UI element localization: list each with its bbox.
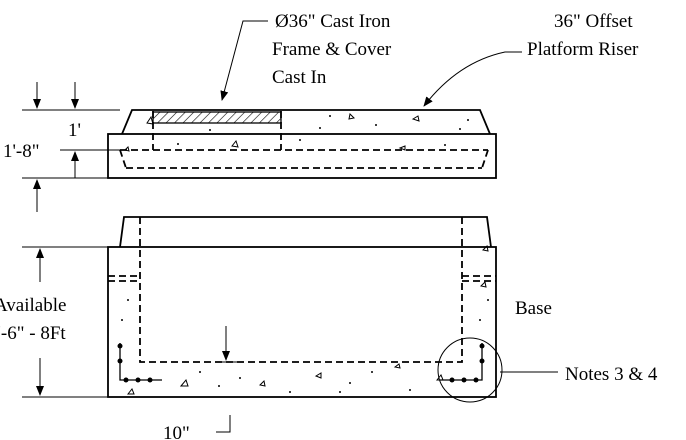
frame-cover-label-line2: Frame & Cover <box>272 39 392 60</box>
dimensions <box>22 82 240 398</box>
available-label-line2: 7'-6" - 8Ft <box>0 323 66 344</box>
available-label-line1: Available <box>0 295 66 316</box>
text-labels: Ø36" Cast Iron Frame & Cover Cast In 36"… <box>0 11 658 440</box>
riser-label-line2: Platform Riser <box>527 39 639 60</box>
dim-total-label: 1'-8" <box>3 141 40 162</box>
riser-label-line1: 36" Offset <box>554 11 633 32</box>
detail-callout-circle <box>437 337 503 403</box>
dim-top-label: 1' <box>68 120 81 141</box>
notes-label: Notes 3 & 4 <box>565 364 658 385</box>
floor-thickness-label: 10" <box>163 423 190 440</box>
frame-cover-label-line1: Ø36" Cast Iron <box>275 11 391 32</box>
concrete-aggregate <box>124 112 469 152</box>
leaders <box>216 20 558 433</box>
platform-riser <box>107 109 497 179</box>
rebar-left <box>117 343 162 383</box>
cast-iron-frame-hatch <box>152 111 282 124</box>
base-label: Base <box>515 298 552 319</box>
concrete-aggregate-base <box>121 244 489 395</box>
base-section <box>107 216 503 403</box>
frame-cover-label-line3: Cast In <box>272 67 327 88</box>
rebar-right <box>440 343 485 383</box>
